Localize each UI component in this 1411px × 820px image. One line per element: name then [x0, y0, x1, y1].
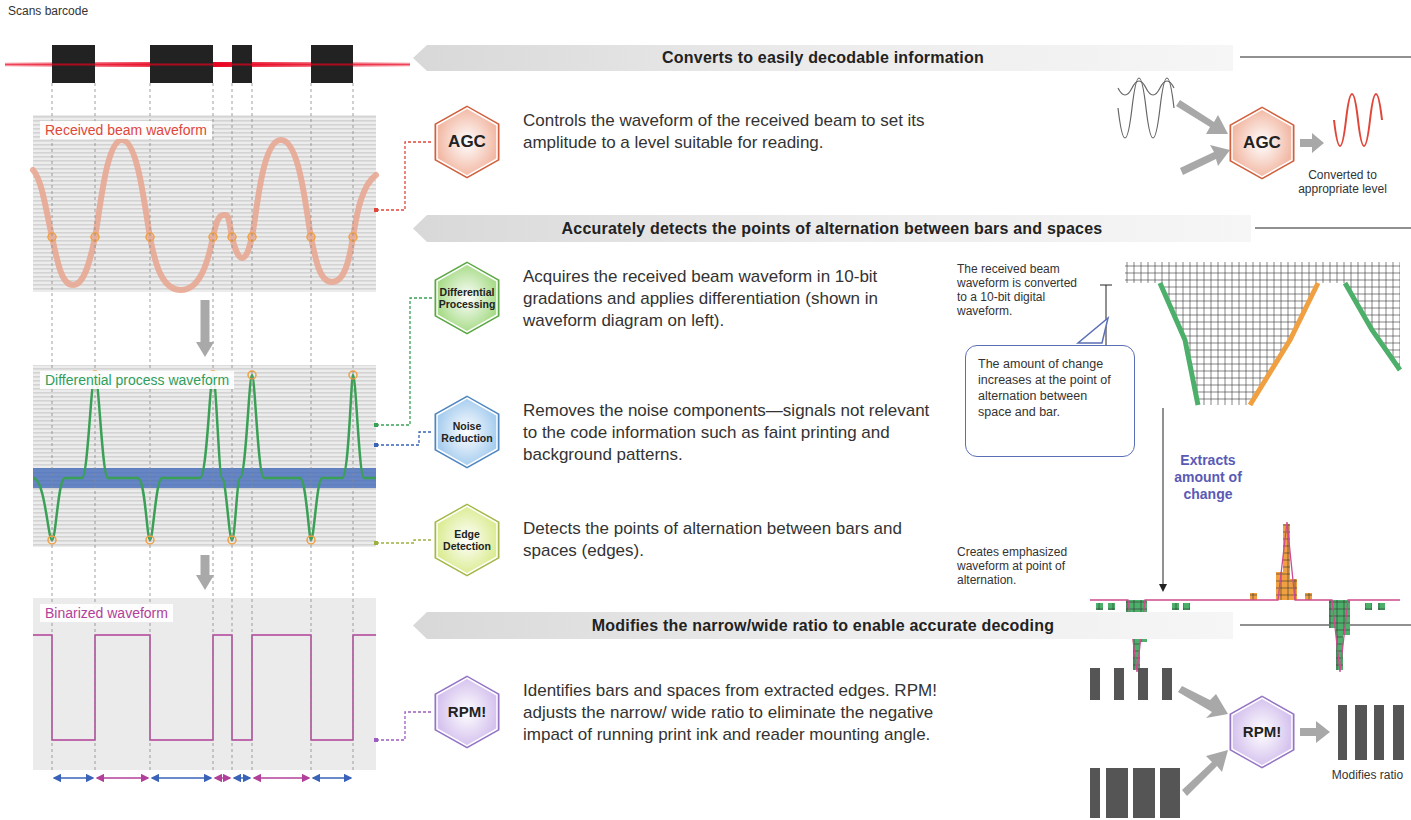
hex-label-run: AGC: [448, 132, 486, 151]
callout-bubble: The amount of change increases at the po…: [965, 345, 1135, 457]
arrow-head: [196, 342, 214, 357]
hexagon-badge: AGC: [433, 104, 501, 180]
banner-title: Accurately detects the points of alterna…: [562, 220, 1103, 238]
hexagon-outline: [435, 396, 500, 469]
arrow-head: [196, 575, 214, 590]
annotation-text: Modifies ratio: [1320, 768, 1411, 782]
hexagon-fill: [437, 398, 497, 466]
hexagon-fill: [437, 264, 497, 332]
annotation-text: Identifies bars and spaces from extracte…: [523, 680, 943, 746]
banner-title: Converts to easily decodable information: [662, 49, 984, 67]
connector: [374, 298, 432, 427]
connector: [374, 712, 432, 742]
hexagon-fill: [437, 506, 497, 574]
hex-label-run: Edge Detection: [443, 528, 491, 552]
annotation-text: Creates emphasized waveform at point of …: [957, 545, 1085, 587]
hexagon-fill: [1232, 698, 1292, 766]
connector-line: [376, 142, 432, 210]
section-banner: Modifies the narrow/wide ratio to enable…: [413, 612, 1233, 639]
hex-label: RPM!: [436, 703, 498, 720]
connector-line: [376, 298, 432, 425]
annotation-text: Converted to appropriate level: [1295, 168, 1390, 196]
banner-fill: [413, 215, 1251, 242]
hex-label-run: AGC: [1243, 133, 1281, 152]
connector-line: [376, 712, 432, 740]
annotation-text: Controls the waveform of the received be…: [523, 110, 943, 154]
panel-label: Differential process waveform: [40, 371, 234, 389]
annotation-text: Scans barcode: [8, 4, 208, 18]
hex-label: AGC: [1231, 133, 1293, 153]
waveform-panel: Differential process waveform: [33, 365, 376, 547]
hexagon-outline: [435, 106, 500, 179]
connector-line: [201, 300, 210, 343]
hexagon-outline: [435, 676, 500, 749]
hexagon-outline: [435, 504, 500, 577]
section-banner: Converts to easily decodable information: [413, 45, 1233, 71]
hexagon-outline: [1230, 696, 1295, 769]
hex-label-run: Noise Reduction: [441, 420, 492, 444]
annotation-text: Acquires the received beam waveform in 1…: [523, 266, 943, 332]
connector-line: [376, 540, 432, 543]
panel-label: Binarized waveform: [40, 604, 173, 622]
hexagon-fill: [437, 678, 497, 746]
annotation-text: Detects the points of alternation betwee…: [523, 518, 943, 562]
panel-label: Received beam waveform: [40, 121, 212, 139]
hexagon-outline: [435, 262, 500, 335]
callout-text: The amount of change increases at the po…: [978, 356, 1122, 420]
annotation-text: The received beam waveform is converted …: [957, 262, 1085, 318]
annotation-text: Extracts amount of change: [1172, 452, 1244, 503]
hexagon-badge: Edge Detection: [433, 502, 501, 578]
connector: [196, 555, 214, 590]
hex-label-run: RPM!: [1243, 723, 1281, 740]
hex-label: AGC: [436, 132, 498, 152]
hexagon-badge: RPM!: [1228, 694, 1296, 770]
connector: [196, 300, 214, 357]
connector: [374, 540, 432, 545]
hexagon-badge: RPM!: [433, 674, 501, 750]
connector: [374, 142, 432, 212]
hex-label-run: Differential Processing: [439, 286, 496, 310]
hexagon-badge: Noise Reduction: [433, 394, 501, 470]
hex-label: Edge Detection: [436, 528, 498, 552]
connector: [374, 432, 432, 447]
hex-label: Noise Reduction: [436, 420, 498, 444]
hexagon-badge: Differential Processing: [433, 260, 501, 336]
hexagon-outline: [1230, 107, 1295, 180]
hexagon-badge: AGC: [1228, 105, 1296, 181]
annotation-text: Removes the noise components—signals not…: [523, 400, 943, 466]
hex-label-run: RPM!: [448, 703, 486, 720]
hexagon-fill: [1232, 109, 1292, 177]
banner-fill: [413, 612, 1233, 639]
connector-line: [376, 432, 432, 445]
banner-title: Modifies the narrow/wide ratio to enable…: [592, 617, 1054, 635]
hex-label: RPM!: [1231, 723, 1293, 740]
waveform-panel: Binarized waveform: [33, 598, 376, 770]
connector-line: [201, 555, 210, 576]
banner-fill: [413, 45, 1233, 71]
hexagon-fill: [437, 108, 497, 176]
waveform-panel: Received beam waveform: [33, 115, 376, 292]
hex-label: Differential Processing: [436, 286, 498, 310]
section-banner: Accurately detects the points of alterna…: [413, 215, 1251, 242]
